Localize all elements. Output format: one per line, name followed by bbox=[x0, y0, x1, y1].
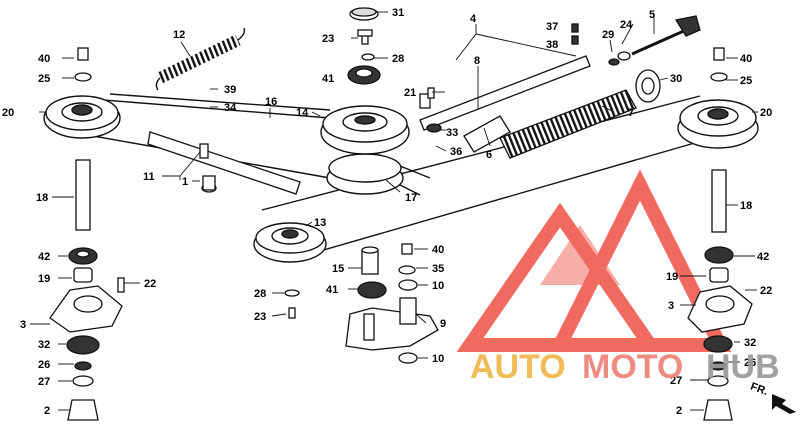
callout-37: 37 bbox=[546, 21, 558, 33]
callout-5: 5 bbox=[649, 9, 655, 21]
callout-40-right: 40 bbox=[740, 53, 752, 65]
callout-10-lower: 10 bbox=[432, 353, 444, 365]
watermark-text: AUTO MOTO HUB bbox=[470, 348, 780, 386]
callout-40-center: 40 bbox=[432, 244, 444, 256]
callout-23-center: 23 bbox=[254, 311, 266, 323]
leader-lines bbox=[30, 11, 758, 411]
right-spindle-stack bbox=[687, 47, 753, 421]
callout-25-right: 25 bbox=[740, 75, 752, 87]
callout-42-right: 42 bbox=[757, 251, 769, 263]
callout-30: 30 bbox=[670, 73, 682, 85]
right-pulley bbox=[677, 99, 759, 149]
direction-label: FR. bbox=[749, 381, 770, 398]
callout-26-right: 26 bbox=[744, 357, 756, 369]
watermark-moto: MOTO bbox=[582, 348, 683, 386]
callout-36: 36 bbox=[450, 146, 462, 158]
callout-39: 39 bbox=[224, 84, 236, 96]
callout-27-right: 27 bbox=[670, 375, 682, 387]
upper-hardware-stack bbox=[347, 7, 381, 85]
callout-6: 6 bbox=[486, 149, 492, 161]
callout-20-right: 20 bbox=[760, 107, 772, 119]
watermark-auto: AUTO bbox=[470, 348, 566, 386]
callout-2-right: 2 bbox=[676, 405, 682, 417]
callout-22-right: 22 bbox=[760, 285, 772, 297]
callout-34: 34 bbox=[224, 102, 237, 114]
callout-3-left: 3 bbox=[20, 319, 26, 331]
callout-27-left: 27 bbox=[38, 376, 50, 388]
front-direction-arrow bbox=[772, 394, 796, 414]
callout-28-top: 28 bbox=[392, 53, 404, 65]
callout-9: 9 bbox=[440, 318, 446, 330]
callout-31: 31 bbox=[392, 7, 404, 19]
callout-3-right: 3 bbox=[668, 300, 674, 312]
center-lower-hardware bbox=[284, 87, 439, 364]
watermark-hub: HUB bbox=[706, 348, 780, 386]
left-spindle-stack bbox=[49, 47, 125, 421]
callout-41-top: 41 bbox=[322, 73, 334, 85]
callout-14: 14 bbox=[296, 107, 309, 119]
callout-33: 33 bbox=[446, 127, 458, 139]
callout-12: 12 bbox=[173, 29, 185, 41]
callout-19-right: 19 bbox=[666, 271, 678, 283]
callout-2-left: 2 bbox=[44, 405, 50, 417]
callout-38: 38 bbox=[546, 39, 558, 51]
callout-18-right: 18 bbox=[740, 200, 752, 212]
callout-15: 15 bbox=[332, 263, 344, 275]
callout-16: 16 bbox=[265, 96, 277, 108]
callout-32-right: 32 bbox=[744, 337, 756, 349]
callout-26-left: 26 bbox=[38, 359, 50, 371]
tension-rod-assembly bbox=[419, 51, 661, 159]
callout-29: 29 bbox=[602, 29, 614, 41]
callout-42-left: 42 bbox=[38, 251, 50, 263]
callout-4: 4 bbox=[470, 13, 477, 25]
callout-25-left: 25 bbox=[38, 73, 50, 85]
left-pulley bbox=[43, 95, 121, 139]
callout-13: 13 bbox=[314, 217, 326, 229]
callout-11: 11 bbox=[143, 171, 155, 183]
callout-19-left: 19 bbox=[38, 273, 50, 285]
tension-spring bbox=[155, 27, 246, 91]
callout-1: 1 bbox=[182, 176, 188, 188]
callout-28-center: 28 bbox=[254, 288, 266, 300]
callout-17: 17 bbox=[405, 192, 417, 204]
callout-18-left: 18 bbox=[36, 192, 48, 204]
watermark-logo bbox=[456, 169, 732, 352]
callout-7: 7 bbox=[628, 107, 634, 119]
callout-22-left: 22 bbox=[144, 278, 156, 290]
callout-40-left: 40 bbox=[38, 53, 50, 65]
callout-21: 21 bbox=[404, 87, 416, 99]
callout-32-left: 32 bbox=[38, 339, 50, 351]
idler-arm bbox=[147, 131, 301, 195]
callout-labels: 31 23 28 41 40 25 20 12 39 34 16 14 4 37… bbox=[2, 7, 772, 417]
callout-10-upper: 10 bbox=[432, 280, 444, 292]
callout-20-left: 20 bbox=[2, 107, 14, 119]
callout-24: 24 bbox=[620, 19, 633, 31]
callout-8: 8 bbox=[474, 55, 480, 67]
callout-23-top: 23 bbox=[322, 33, 334, 45]
lower-idler-pulley bbox=[253, 222, 327, 263]
callout-41-center: 41 bbox=[326, 284, 338, 296]
callout-35: 35 bbox=[432, 263, 444, 275]
center-double-pulley bbox=[320, 105, 410, 195]
adjusting-bolt bbox=[571, 15, 701, 56]
